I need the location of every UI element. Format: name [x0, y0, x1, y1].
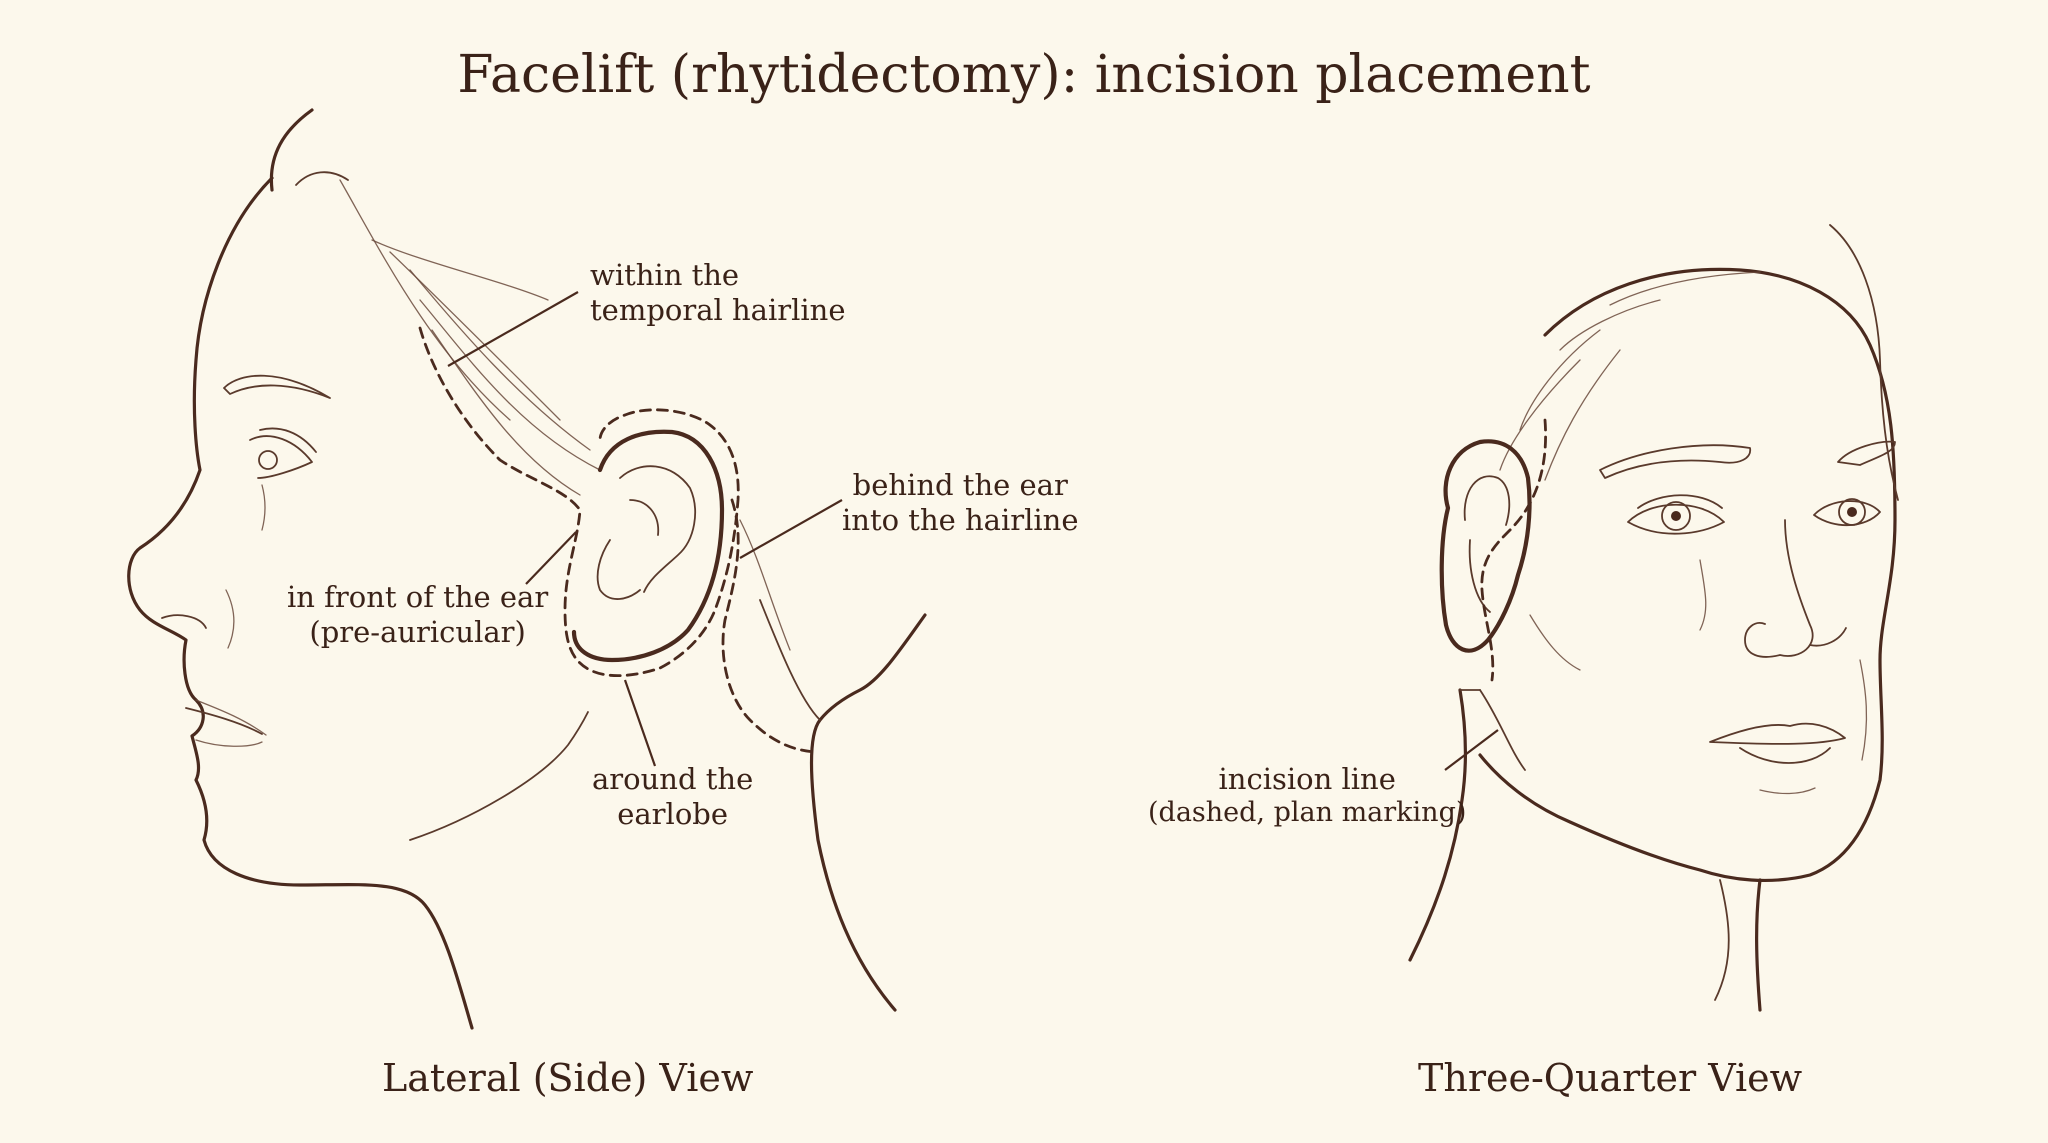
leader-earlobe [623, 679, 657, 767]
lateral-eyebrow [223, 374, 331, 399]
label-pre-auricular: in front of the ear (pre-auricular) [287, 580, 548, 650]
lateral-jawline [409, 711, 589, 841]
label-behind-ear-line2: into the hairline [842, 502, 1079, 537]
lateral-ear-helix [571, 429, 725, 663]
lateral-nostril [161, 614, 207, 629]
tq-nose [1744, 519, 1814, 658]
label-incision-line-line2: (dashed, plan marking) [1148, 796, 1467, 828]
lateral-nape [809, 613, 927, 1012]
label-pre-auricular-line1: in front of the ear [287, 580, 549, 614]
tq-eyebrow-left [1599, 444, 1752, 479]
label-pre-auricular-line2: (pre-auricular) [309, 614, 526, 649]
tq-eye-left [1627, 503, 1725, 535]
tq-neck-left [1408, 688, 1467, 962]
label-temporal-line2: temporal hairline [590, 292, 846, 327]
label-behind-ear: behind the ear into the hairline [842, 468, 1079, 538]
tq-neck-right [1755, 878, 1762, 1012]
caption-three-quarter-view: Three-Quarter View [1418, 1056, 1803, 1100]
label-temporal-line1: within the [590, 258, 740, 292]
label-incision-line: incision line (dashed, plan marking) [1148, 762, 1466, 829]
three-quarter-head [1408, 224, 1899, 1012]
lateral-face-profile [127, 176, 474, 1030]
leader-incision-line [1444, 729, 1499, 771]
lateral-postauricular-incision [721, 498, 817, 754]
label-incision-line-line1: incision line [1218, 762, 1396, 796]
tq-incision-line [1480, 418, 1547, 682]
label-temporal-hairline: within the temporal hairline [590, 258, 845, 328]
label-earlobe-line2: earlobe [617, 796, 729, 831]
tq-eyebrow-right [1837, 440, 1896, 466]
label-behind-ear-line1: behind the ear [852, 468, 1068, 502]
leader-temporal [447, 291, 579, 367]
tq-lips [1709, 722, 1846, 745]
leader-behind-ear [739, 499, 843, 559]
tq-head-outline [1478, 267, 1897, 883]
tq-eye-right [1813, 500, 1881, 527]
lateral-eye [249, 435, 313, 479]
label-earlobe: around the earlobe [592, 762, 753, 832]
label-earlobe-line1: around the [592, 762, 754, 796]
lateral-ear-inner [619, 465, 697, 593]
leader-pre-auricular [525, 531, 577, 585]
page-title: Facelift (rhytidectomy): incision placem… [457, 45, 1591, 105]
tq-ear-helix [1439, 439, 1532, 653]
lateral-crown [269, 108, 314, 192]
lateral-crown-strand [295, 171, 349, 186]
caption-lateral-view: Lateral (Side) View [382, 1056, 754, 1100]
lateral-head [127, 108, 927, 1030]
